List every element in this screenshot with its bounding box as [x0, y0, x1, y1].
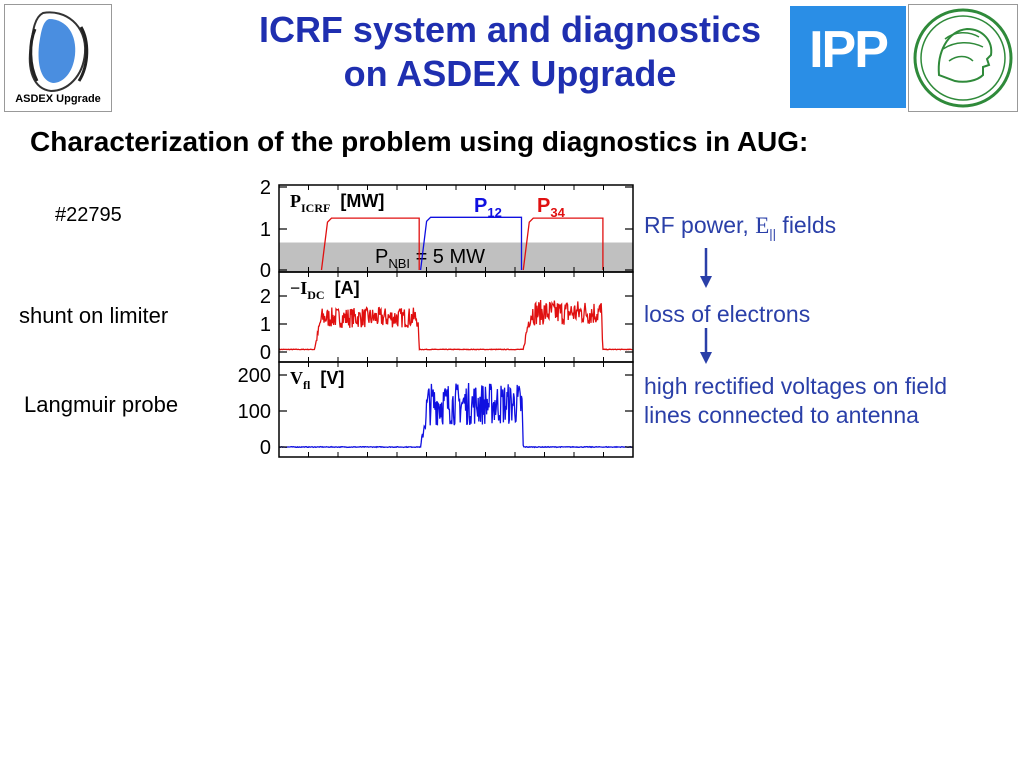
- trace-0-1: [419, 216, 523, 271]
- rf-suffix: fields: [776, 212, 837, 238]
- panel-label-1: −IDC[A]: [290, 278, 360, 302]
- ytick-label-2-2: 200: [238, 365, 271, 387]
- loss-electrons-label: loss of electrons: [644, 301, 811, 327]
- title-line-1: ICRF system and diagnostics: [258, 9, 762, 50]
- ytick-label-0-2: 2: [260, 177, 271, 199]
- ipp-logo-text: IPP: [809, 21, 889, 79]
- ytick-label-2-0: 0: [260, 437, 271, 459]
- rectified-line-1: high rectified voltages on field: [644, 373, 948, 399]
- arrow-down-icon-2: [700, 328, 712, 364]
- ytick-label-2-1: 100: [238, 401, 271, 423]
- page-title: ICRF system and diagnostics on ASDEX Upg…: [120, 8, 900, 96]
- langmuir-label: Langmuir probe: [24, 392, 179, 417]
- trace-0-0: [320, 217, 604, 271]
- title-line-2: on ASDEX Upgrade: [343, 53, 677, 94]
- ytick-label-1-0: 0: [260, 342, 271, 364]
- asdex-logo-graphic: [28, 11, 89, 93]
- panel-label-2: Vfl[V]: [290, 368, 344, 392]
- shunt-label: shunt on limiter: [19, 303, 169, 328]
- ytick-label-1-1: 1: [260, 314, 271, 336]
- arrow-down-icon: [700, 248, 712, 288]
- rf-sub: ||: [769, 226, 777, 242]
- panel-label-0: PICRF[MW]: [290, 191, 384, 215]
- minerva-logo-graphic: [913, 8, 1013, 108]
- ytick-label-1-2: 2: [260, 286, 271, 308]
- rectified-voltage-label: high rectified voltages on field lines c…: [644, 372, 947, 430]
- asdex-logo-text: ASDEX Upgrade: [15, 93, 101, 105]
- asdex-upgrade-logo: ASDEX Upgrade: [4, 4, 112, 112]
- minerva-logo: [908, 4, 1018, 112]
- ytick-label-0-1: 1: [260, 219, 271, 241]
- rf-power-label: RF power, E|| fields: [644, 211, 836, 249]
- nbi-label: PNBI = 5 MW: [375, 246, 485, 271]
- page-subtitle: Characterization of the problem using di…: [30, 126, 809, 157]
- trace-2-0: [279, 382, 633, 449]
- ytick-label-0-0: 0: [260, 260, 271, 282]
- shot-number: #22795: [55, 204, 122, 226]
- rf-e: E: [755, 213, 770, 238]
- trace-1-0: [278, 299, 633, 351]
- ipp-logo: IPP: [790, 6, 906, 108]
- rf-prefix: RF power,: [644, 212, 756, 238]
- series-name-1: P12: [474, 195, 502, 220]
- series-name-0: P34: [537, 195, 566, 220]
- rectified-line-2: lines connected to antenna: [644, 402, 919, 428]
